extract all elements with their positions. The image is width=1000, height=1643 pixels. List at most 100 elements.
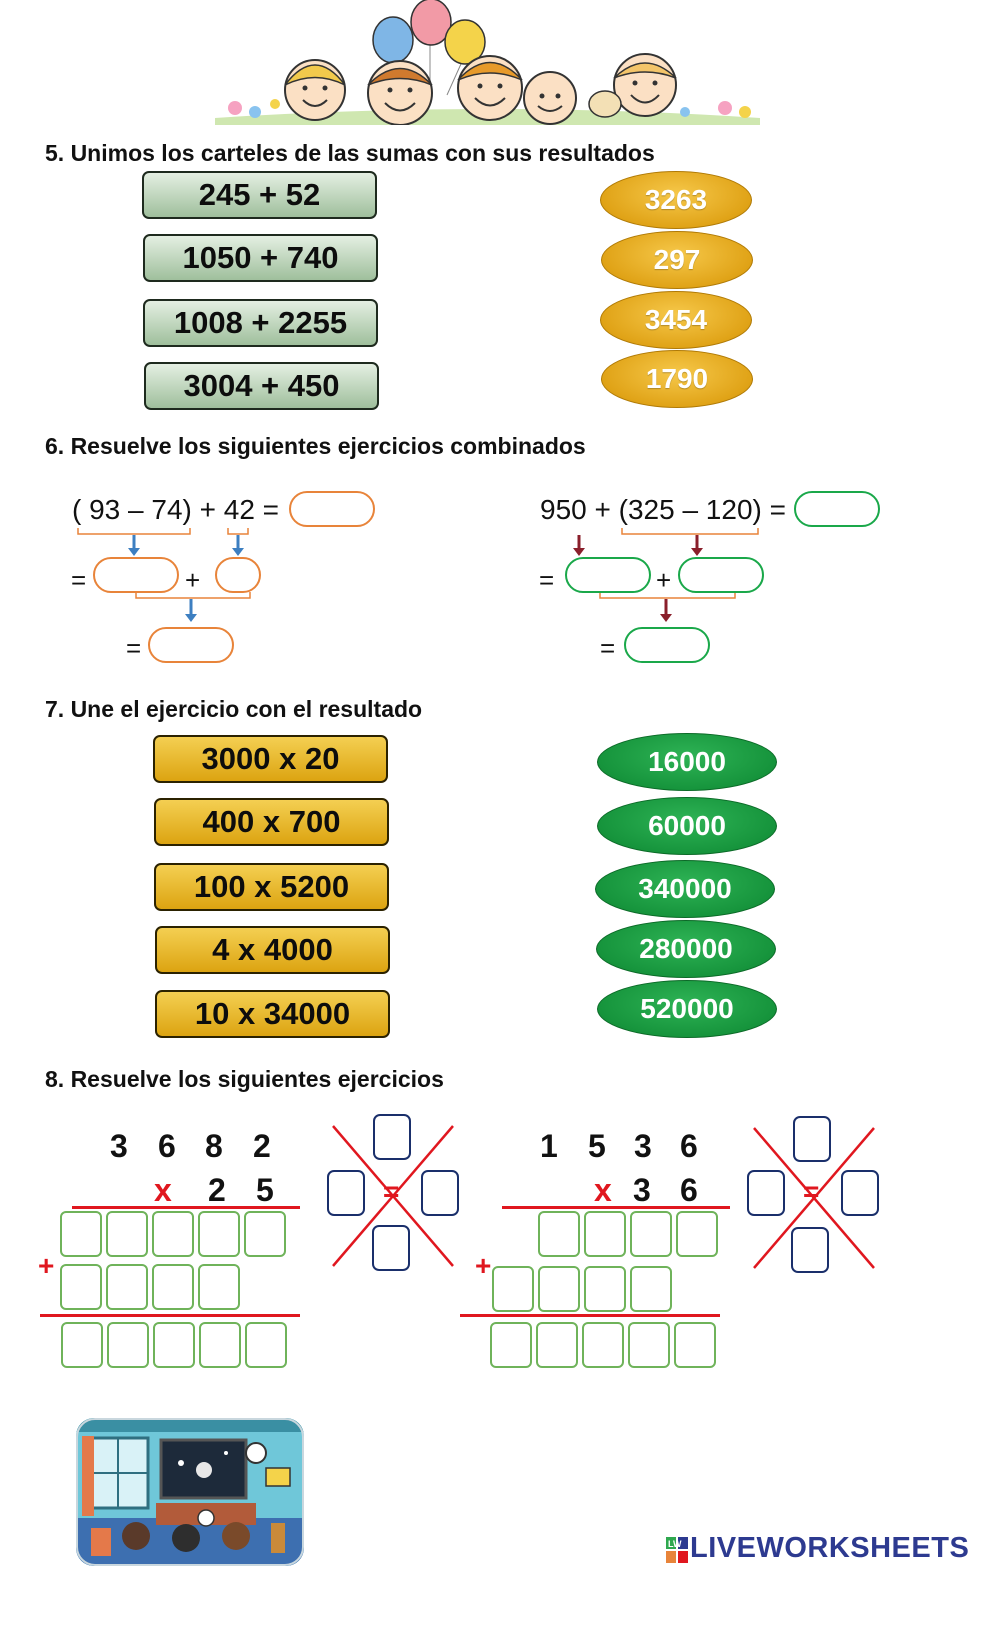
- combined-right-plus: +: [656, 565, 672, 595]
- mult-left-row1-box-4[interactable]: [198, 1211, 240, 1257]
- mult-left-result-box-5[interactable]: [245, 1322, 287, 1368]
- liveworksheets-brand[interactable]: LIVEWORKSHEETS: [690, 1532, 970, 1564]
- mult-left-bottom-digit-2: 5: [256, 1172, 274, 1208]
- product-card-1[interactable]: 3000 x 20: [153, 735, 388, 783]
- mult-right-times-sign: x: [594, 1172, 612, 1208]
- product-card-2[interactable]: 400 x 700: [154, 798, 389, 846]
- mult-right-row1-box-4[interactable]: [676, 1211, 718, 1257]
- mult-left-check-top-box[interactable]: [373, 1114, 411, 1160]
- combined-left-equals-1: =: [71, 565, 87, 595]
- product-card-3[interactable]: 100 x 5200: [154, 863, 389, 911]
- mult-left-row1-box-2[interactable]: [106, 1211, 148, 1257]
- product-result-3[interactable]: 340000: [595, 860, 775, 918]
- mult-left-row2-box-2[interactable]: [106, 1264, 148, 1310]
- sum-result-1[interactable]: 3263: [600, 171, 752, 229]
- mult-right-check-equals: =: [803, 1176, 820, 1207]
- logo-letters: LW: [668, 1539, 682, 1549]
- mult-left-row2-box-1[interactable]: [60, 1264, 102, 1310]
- mult-right-row1-box-3[interactable]: [630, 1211, 672, 1257]
- combined-right-answer-box[interactable]: [794, 491, 880, 527]
- combined-left-answer-box[interactable]: [289, 491, 375, 527]
- sum-card-4[interactable]: 3004 + 450: [144, 362, 379, 410]
- mult-right-bottom-digit-1: 3: [633, 1172, 651, 1208]
- combined-left-step-box-1[interactable]: [93, 557, 179, 593]
- mult-left-top-digit-2: 6: [158, 1128, 176, 1164]
- mult-right-plus-sign: +: [475, 1250, 492, 1281]
- children-balloons-illustration: [215, 0, 760, 125]
- mult-right-result-box-4[interactable]: [628, 1322, 670, 1368]
- mult-left-plus-sign: +: [38, 1250, 55, 1281]
- section-6-heading: 6. Resuelve los siguientes ejercicios co…: [45, 433, 586, 459]
- combined-left-expression: ( 93 – 74) + 42 =: [72, 494, 280, 525]
- mult-left-line-1: [72, 1206, 300, 1209]
- mult-right-row1-box-1[interactable]: [538, 1211, 580, 1257]
- mult-left-result-box-4[interactable]: [199, 1322, 241, 1368]
- sum-card-1[interactable]: 245 + 52: [142, 171, 377, 219]
- sum-result-3[interactable]: 3454: [600, 291, 752, 349]
- mult-right-line-1: [502, 1206, 730, 1209]
- mult-left-row1-box-5[interactable]: [244, 1211, 286, 1257]
- mult-left-bottom-digit-1: 2: [208, 1172, 226, 1208]
- mult-right-bottom-digit-2: 6: [680, 1172, 698, 1208]
- section-8-heading: 8. Resuelve los siguientes ejercicios: [45, 1066, 444, 1092]
- mult-left-check-bottom-box[interactable]: [372, 1225, 410, 1271]
- mult-left-row1-box-1[interactable]: [60, 1211, 102, 1257]
- mult-right-row2-box-4[interactable]: [630, 1266, 672, 1312]
- combined-left-final-box[interactable]: [148, 627, 234, 663]
- mult-right-line-2: [460, 1314, 720, 1317]
- combined-left-step-box-2[interactable]: [215, 557, 261, 593]
- combined-right-equals-1: =: [539, 565, 555, 595]
- mult-left-check-right-box[interactable]: [421, 1170, 459, 1216]
- product-result-4[interactable]: 280000: [596, 920, 776, 978]
- mult-left-row1-box-3[interactable]: [152, 1211, 194, 1257]
- combined-left-brackets: [77, 528, 251, 622]
- mult-left-top-digit-4: 2: [253, 1128, 271, 1164]
- mult-right-row2-box-3[interactable]: [584, 1266, 626, 1312]
- combined-right-step-box-1[interactable]: [565, 557, 651, 593]
- mult-right-check-top-box[interactable]: [793, 1116, 831, 1162]
- mult-right-check-bottom-box[interactable]: [791, 1227, 829, 1273]
- mult-right-check-left-box[interactable]: [747, 1170, 785, 1216]
- combined-right-equals-2: =: [600, 633, 616, 663]
- combined-right-step-box-2[interactable]: [678, 557, 764, 593]
- mult-right-row1-box-2[interactable]: [584, 1211, 626, 1257]
- mult-right-check-right-box[interactable]: [841, 1170, 879, 1216]
- mult-left-check-equals: =: [383, 1176, 400, 1207]
- mult-left-check-cross: [332, 1125, 454, 1267]
- combined-left-plus: +: [185, 565, 201, 595]
- section-5-heading: 5. Unimos los carteles de las sumas con …: [45, 140, 655, 166]
- mult-right-top-digit-3: 3: [634, 1128, 652, 1164]
- mult-left-result-box-3[interactable]: [153, 1322, 195, 1368]
- mult-right-row2-box-2[interactable]: [538, 1266, 580, 1312]
- mult-left-top-digit-1: 3: [110, 1128, 128, 1164]
- mult-right-result-box-5[interactable]: [674, 1322, 716, 1368]
- product-result-1[interactable]: 16000: [597, 733, 777, 791]
- combined-right-brackets: [573, 528, 759, 622]
- mult-left-row2-box-3[interactable]: [152, 1264, 194, 1310]
- mult-left-row2-box-4[interactable]: [198, 1264, 240, 1310]
- combined-right-final-box[interactable]: [624, 627, 710, 663]
- product-card-5[interactable]: 10 x 34000: [155, 990, 390, 1038]
- mult-left-check-left-box[interactable]: [327, 1170, 365, 1216]
- sum-result-2[interactable]: 297: [601, 231, 753, 289]
- mult-right-check-cross: [753, 1127, 875, 1269]
- combined-right-expression: 950 + (325 – 120) =: [540, 494, 786, 525]
- sum-card-3[interactable]: 1008 + 2255: [143, 299, 378, 347]
- mult-right-result-box-3[interactable]: [582, 1322, 624, 1368]
- mult-left-result-box-1[interactable]: [61, 1322, 103, 1368]
- mult-right-top-digit-2: 5: [588, 1128, 606, 1164]
- product-result-5[interactable]: 520000: [597, 980, 777, 1038]
- mult-left-result-box-2[interactable]: [107, 1322, 149, 1368]
- sum-card-2[interactable]: 1050 + 740: [143, 234, 378, 282]
- sum-result-4[interactable]: 1790: [601, 350, 753, 408]
- mult-right-top-digit-4: 6: [680, 1128, 698, 1164]
- product-result-2[interactable]: 60000: [597, 797, 777, 855]
- liveworksheets-logo-icon: LW: [666, 1537, 688, 1563]
- product-card-4[interactable]: 4 x 4000: [155, 926, 390, 974]
- mult-left-line-2: [40, 1314, 300, 1317]
- mult-right-row2-box-1[interactable]: [492, 1266, 534, 1312]
- classroom-illustration: [76, 1418, 304, 1566]
- mult-right-result-box-1[interactable]: [490, 1322, 532, 1368]
- mult-right-result-box-2[interactable]: [536, 1322, 578, 1368]
- combined-left-equals-2: =: [126, 633, 142, 663]
